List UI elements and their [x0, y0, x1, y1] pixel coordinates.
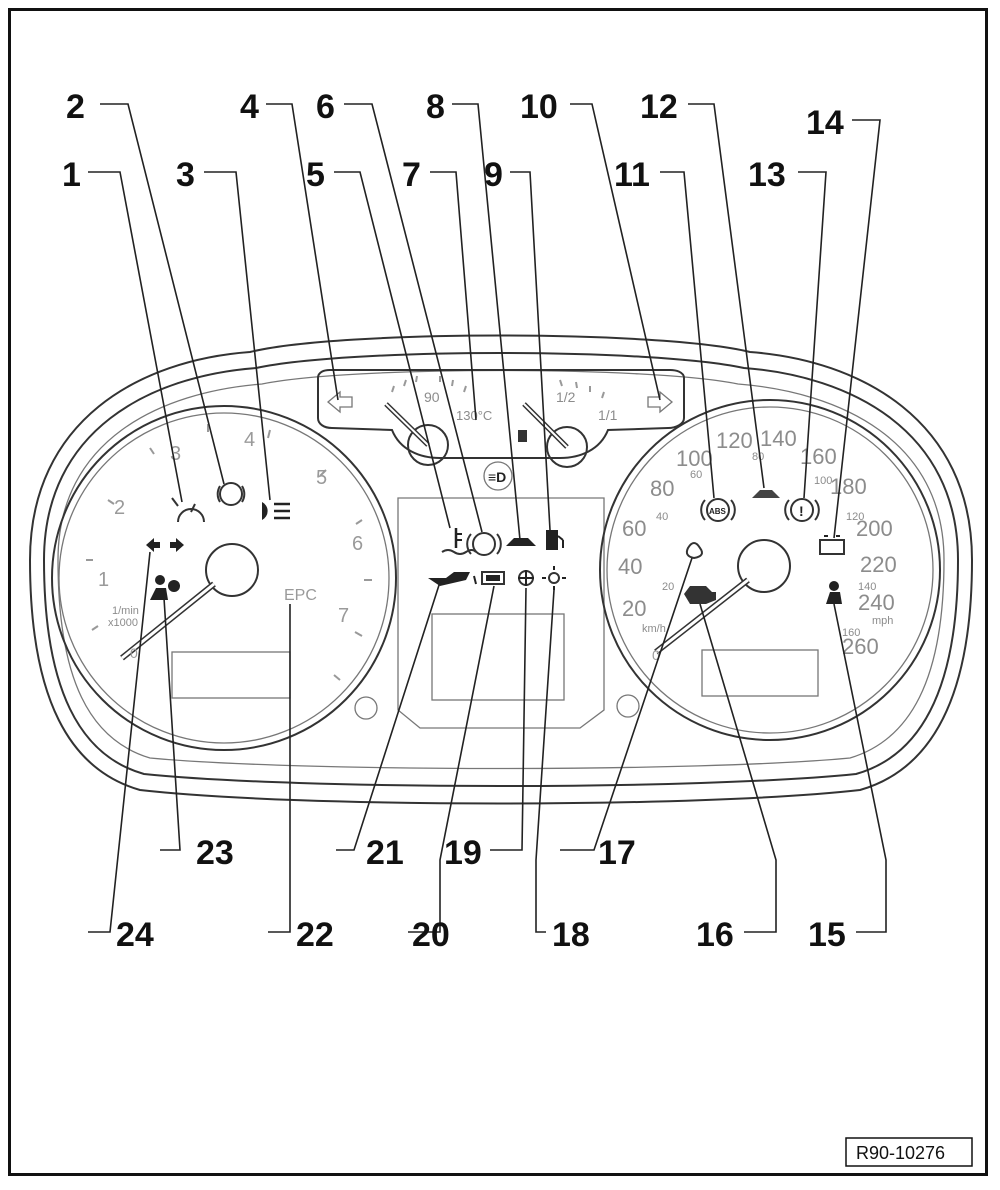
battery-icon	[819, 535, 845, 555]
speed-kmh-240: 240	[858, 590, 895, 615]
callout-10: 10	[520, 88, 558, 126]
speedometer: 20 40 60 80 100 120 140 160 180 200 220 …	[599, 399, 941, 741]
speed-mph-140: 140	[858, 581, 876, 593]
center-display	[397, 497, 605, 729]
speed-unit-kmh: km/h	[642, 623, 666, 635]
callout-24: 24	[116, 916, 154, 954]
side-light-icon	[542, 566, 566, 590]
temp-label-90: 90	[424, 389, 440, 405]
callout-16: 16	[696, 916, 734, 954]
turn-left-arrow-icon	[326, 390, 353, 414]
figure-frame	[8, 8, 988, 1176]
speed-mph-20: 20	[662, 581, 674, 593]
callout-1: 1	[62, 156, 81, 194]
reference-code: R90-10276	[856, 1143, 945, 1163]
tach-num-1: 1	[98, 569, 109, 591]
speed-zero: 0	[652, 647, 660, 663]
callout-21: 21	[366, 834, 404, 872]
turn-signal-icon	[146, 538, 184, 552]
turn-right-arrow-icon	[647, 390, 674, 414]
speed-kmh-200: 200	[856, 516, 893, 541]
callout-17: 17	[598, 834, 636, 872]
speed-mph-80: 80	[752, 451, 764, 463]
coolant-icon	[441, 528, 477, 555]
speed-kmh-220: 220	[860, 552, 897, 577]
callout-numbers: 1 2 3 4 5 6 7 8 9 10 11 12 13 14 15 16 1…	[62, 88, 846, 954]
tach-unit-line2: x1000	[108, 617, 138, 629]
tach-num-7: 7	[338, 605, 349, 627]
epc-icon: EPC	[284, 587, 317, 604]
reference-code-box: R90-10276	[845, 1137, 973, 1167]
callout-4: 4	[240, 88, 259, 126]
callout-23: 23	[196, 834, 234, 872]
callout-14: 14	[806, 104, 844, 142]
speed-mph-160: 160	[842, 627, 860, 639]
cruise-control-icon	[171, 497, 205, 523]
tach-zero: 0	[130, 645, 138, 661]
callout-18: 18	[552, 916, 590, 954]
cluster-housing	[28, 334, 974, 805]
tach-num-3: 3	[170, 443, 181, 465]
speed-kmh-40: 40	[618, 554, 642, 579]
speed-kmh-80: 80	[650, 476, 674, 501]
fuel-label-full: 1/1	[598, 407, 618, 423]
callout-15: 15	[808, 916, 846, 954]
tach-num-5: 5	[316, 467, 327, 489]
svg-text:ABS: ABS	[709, 507, 727, 516]
rear-fog-light-icon	[262, 502, 290, 520]
callout-5: 5	[306, 156, 325, 194]
tach-num-4: 4	[244, 429, 255, 451]
abs-icon: ABS	[700, 498, 736, 522]
callout-3: 3	[176, 156, 195, 194]
callout-19: 19	[444, 834, 482, 872]
callout-6: 6	[316, 88, 335, 126]
speed-mph-60: 60	[690, 469, 702, 481]
high-beam-icon	[483, 461, 513, 491]
seatbelt-icon	[826, 581, 842, 604]
speed-mph-120: 120	[846, 511, 864, 523]
steering-icon	[466, 532, 502, 556]
callout-12: 12	[640, 88, 678, 126]
callout-11: 11	[614, 156, 650, 194]
hood-open-icon	[506, 538, 536, 546]
tach-num-6: 6	[352, 533, 363, 555]
trunk-open-icon	[752, 490, 780, 498]
leader-lines	[88, 103, 887, 933]
oil-pressure-icon	[428, 572, 477, 586]
glow-plug-icon	[685, 542, 703, 560]
speed-kmh-120: 120	[716, 428, 753, 453]
callout-2: 2	[66, 88, 85, 126]
speed-kmh-180: 180	[830, 474, 867, 499]
tach-num-2: 2	[114, 497, 125, 519]
brake-pad-wear-icon	[216, 482, 246, 506]
callout-7: 7	[402, 156, 421, 194]
svg-text:≡D: ≡D	[488, 469, 506, 485]
fuel-label-half: 1/2	[556, 389, 576, 405]
callout-22: 22	[296, 916, 334, 954]
callout-13: 13	[748, 156, 786, 194]
temp-label-130: 130°C	[456, 408, 492, 423]
door-open-icon	[481, 571, 505, 585]
ice-warning-icon	[518, 570, 534, 586]
speed-unit-mph: mph	[872, 615, 893, 627]
speed-kmh-20: 20	[622, 596, 646, 621]
callout-8: 8	[426, 88, 445, 126]
airbag-icon	[150, 575, 180, 600]
speed-kmh-100: 100	[676, 446, 713, 471]
speed-mph-40: 40	[656, 511, 668, 523]
callout-9: 9	[484, 156, 503, 194]
callout-20: 20	[412, 916, 450, 954]
speed-kmh-140: 140	[760, 426, 797, 451]
speed-mph-100: 100	[814, 475, 832, 487]
speed-kmh-60: 60	[622, 516, 646, 541]
fuel-reserve-icon	[546, 530, 564, 550]
upper-gauge-panel: 90 130°C 1/2 1/1 ≡D	[317, 369, 685, 491]
engine-check-icon	[684, 586, 716, 604]
speed-kmh-260: 260	[842, 634, 879, 659]
tachometer: 1 2 3 4 5 6 7 1/min x1000 0 EPC	[51, 405, 397, 751]
svg-text:!: !	[799, 503, 804, 519]
brake-warning-icon: !	[784, 498, 820, 522]
tach-unit-line1: 1/min	[112, 605, 139, 617]
